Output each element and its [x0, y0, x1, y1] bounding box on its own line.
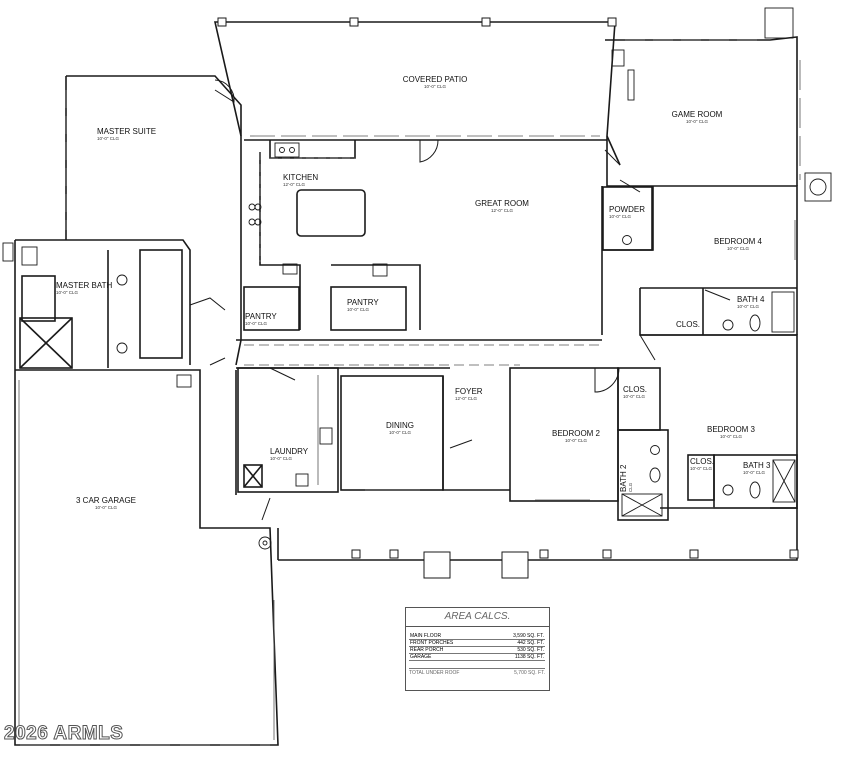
- area-calcs-title: AREA CALCS.: [406, 608, 549, 627]
- area-total-row: TOTAL UNDER ROOF 5,700 SQ. FT.: [409, 668, 545, 676]
- powder-room-outline: [602, 186, 654, 251]
- covered-patio-outline: [213, 21, 616, 137]
- house-outline-top: [235, 136, 242, 366]
- label-closet-4: CLOS.: [676, 320, 701, 329]
- kitchen-outline: [259, 152, 301, 330]
- label-closet-3: CLOS.10'-0" CLG: [690, 457, 715, 471]
- master-bath-outline: [15, 239, 191, 365]
- bedroom4-outline: [652, 185, 798, 335]
- label-closet-2: CLOS.10'-0" CLG: [623, 385, 648, 399]
- master-suite-outline: [66, 75, 242, 136]
- front-porch-line: [278, 508, 798, 561]
- kitchen-island: [296, 189, 366, 237]
- laundry-outline: [237, 367, 339, 493]
- garage-outline: [14, 369, 279, 746]
- foyer-outline: [442, 376, 510, 491]
- area-total-label: TOTAL UNDER ROOF: [409, 670, 460, 676]
- area-total-value: 5,700 SQ. FT.: [514, 670, 545, 676]
- bedroom3-outline: [640, 334, 798, 509]
- bath2-outline: [617, 429, 669, 521]
- armls-watermark: 2026 ARMLS: [3, 723, 124, 745]
